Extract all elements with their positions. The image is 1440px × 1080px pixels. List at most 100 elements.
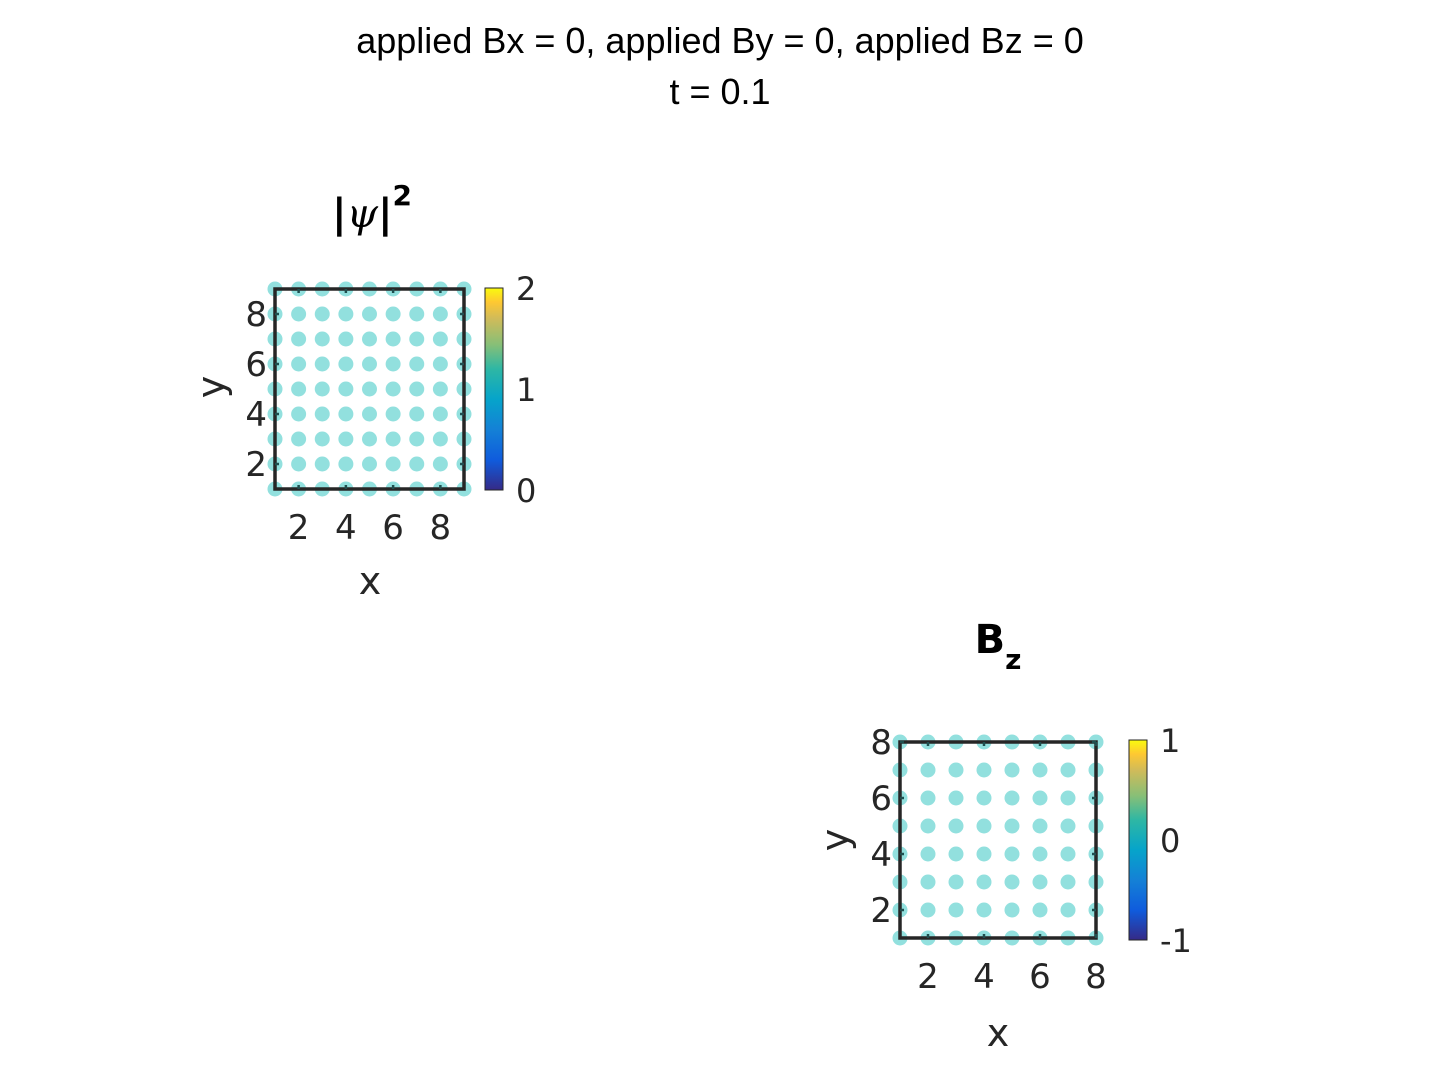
- bz-point: [1032, 902, 1048, 918]
- psi-squared-point: [409, 356, 425, 372]
- bz-xtick-label: 6: [1029, 957, 1051, 997]
- psi-squared-axes-box: [273, 287, 466, 491]
- psi-squared-point: [362, 331, 377, 347]
- psi-squared-point: [385, 356, 401, 372]
- psi-squared-point: [432, 356, 448, 372]
- psi-squared-point: [432, 331, 448, 347]
- psi-squared-point: [291, 456, 307, 472]
- psi-squared-colorbar-labels: 0 1 2: [516, 270, 536, 510]
- bz-colorbar-tick-label: 1: [1160, 722, 1180, 760]
- psi-squared-point: [314, 406, 330, 422]
- bz-point: [976, 874, 992, 890]
- psi-squared-point: [409, 306, 425, 322]
- bz-ytick-label: 6: [870, 779, 892, 819]
- bz-title: Bz: [975, 617, 1022, 676]
- bz-colorbar-tick-label: 0: [1160, 822, 1180, 860]
- psi-squared-point: [362, 431, 377, 447]
- psi-title-bar-left: |: [332, 191, 347, 238]
- bz-point: [1032, 762, 1048, 778]
- psi-squared-point: [314, 381, 330, 397]
- psi-squared-point: [314, 356, 330, 372]
- figure-title-line2: t = 0.1: [669, 71, 770, 112]
- psi-squared-xlabel: x: [359, 559, 382, 603]
- bz-point: [976, 902, 992, 918]
- bz-point: [948, 818, 964, 834]
- psi-squared-point: [432, 306, 448, 322]
- bz-point: [1032, 874, 1048, 890]
- bz-points: [892, 734, 1104, 946]
- psi-title-symbol: ψ: [347, 191, 379, 237]
- psi-squared-ytick-label: 2: [245, 445, 267, 485]
- psi-squared-colorbar-tick-label: 0: [516, 472, 536, 510]
- psi-squared-point: [409, 431, 425, 447]
- bz-point: [976, 762, 992, 778]
- psi-squared-colorbar-tick-label: 1: [516, 371, 536, 409]
- psi-squared-point: [338, 356, 354, 372]
- bz-ytick-label: 4: [870, 835, 892, 875]
- psi-squared-point: [362, 456, 377, 472]
- bz-point: [1032, 790, 1048, 806]
- bz-point: [1060, 846, 1076, 862]
- bz-axes-box: [898, 740, 1098, 940]
- bz-point: [920, 874, 936, 890]
- psi-squared-point: [432, 381, 448, 397]
- psi-squared-point: [338, 456, 354, 472]
- bz-point: [920, 818, 936, 834]
- bz-point: [1060, 818, 1076, 834]
- psi-squared-point: [338, 331, 354, 347]
- psi-squared-xtick-label: 4: [335, 508, 357, 548]
- psi-squared-point: [385, 406, 401, 422]
- psi-squared-point: [409, 406, 425, 422]
- bz-point: [1004, 902, 1020, 918]
- psi-squared-colorbar: [484, 287, 504, 491]
- bz-xlabel: x: [987, 1011, 1010, 1055]
- psi-squared-colorbar-tick-label: 2: [516, 270, 536, 308]
- psi-squared-point: [291, 381, 307, 397]
- psi-squared-point: [432, 431, 448, 447]
- psi-squared-point: [385, 456, 401, 472]
- psi-squared-point: [385, 431, 401, 447]
- psi-squared-point: [291, 406, 307, 422]
- bz-point: [1060, 874, 1076, 890]
- psi-squared-ytick-label: 4: [245, 395, 267, 435]
- psi-squared-ytick-label: 6: [245, 345, 267, 385]
- psi-squared-point: [338, 406, 354, 422]
- psi-squared-point: [362, 406, 377, 422]
- psi-squared-point: [385, 306, 401, 322]
- psi-squared-points: [267, 281, 472, 497]
- bz-point: [920, 762, 936, 778]
- psi-squared-point: [362, 381, 377, 397]
- bz-point: [1004, 874, 1020, 890]
- psi-squared-xtick-label: 6: [382, 508, 404, 548]
- bz-title-main: B: [975, 617, 1006, 663]
- bz-point: [976, 818, 992, 834]
- psi-squared-point: [314, 306, 330, 322]
- psi-squared-point: [362, 306, 377, 322]
- psi-squared-point: [432, 456, 448, 472]
- bz-point: [1060, 762, 1076, 778]
- psi-squared-ytick-label: 8: [245, 295, 267, 335]
- psi-squared-point: [385, 331, 401, 347]
- bz-ylabel: y: [813, 829, 857, 852]
- psi-squared-point: [409, 381, 425, 397]
- psi-squared-xtick-label: 8: [430, 508, 452, 548]
- bz-point: [948, 902, 964, 918]
- bz-point: [976, 846, 992, 862]
- psi-title-bar-right: |: [378, 191, 393, 238]
- psi-squared-point: [291, 356, 307, 372]
- bz-point: [1004, 846, 1020, 862]
- bz-colorbar-tick-label: -1: [1160, 922, 1192, 960]
- figure-title-line1: applied Bx = 0, applied By = 0, applied …: [356, 20, 1084, 61]
- bz-point: [1032, 818, 1048, 834]
- psi-squared-ylabel: y: [189, 376, 233, 399]
- psi-squared-point: [291, 306, 307, 322]
- bz-xtick-label: 2: [917, 957, 939, 997]
- bz-point: [948, 790, 964, 806]
- bz-xtick-label: 4: [973, 957, 995, 997]
- bz-colorbar-labels: -1 0 1: [1160, 722, 1192, 960]
- bz-point: [1060, 902, 1076, 918]
